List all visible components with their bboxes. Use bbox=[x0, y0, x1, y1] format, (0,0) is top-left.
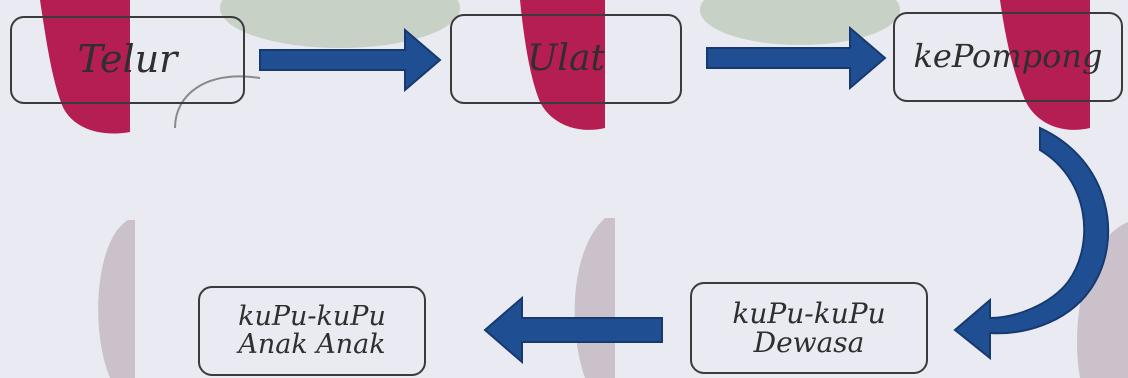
stage-telur: Telur bbox=[10, 16, 245, 104]
stage-kupu-dewasa-line1: kuPu-kuPu bbox=[732, 299, 885, 328]
stage-kupu-dewasa-line2: Dewasa bbox=[754, 328, 865, 357]
stage-kepompong: kePompong bbox=[893, 12, 1123, 102]
stage-kupu-anak: kuPu-kuPu Anak Anak bbox=[198, 286, 426, 376]
stage-kepompong-label: kePompong bbox=[913, 40, 1102, 74]
stage-kupu-anak-line2: Anak Anak bbox=[238, 331, 385, 359]
stage-kupu-dewasa: kuPu-kuPu Dewasa bbox=[690, 282, 928, 374]
stage-ulat: Ulat bbox=[450, 14, 682, 104]
stage-kupu-anak-line1: kuPu-kuPu bbox=[238, 303, 386, 331]
stage-ulat-label: Ulat bbox=[527, 40, 605, 78]
stage-telur-label: Telur bbox=[78, 40, 178, 80]
